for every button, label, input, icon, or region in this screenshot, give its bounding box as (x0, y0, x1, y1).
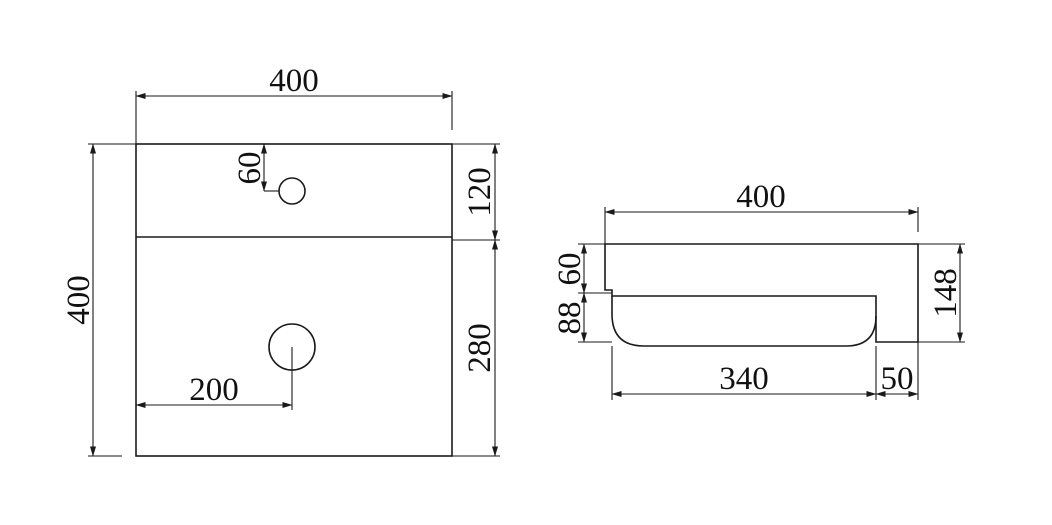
dim-plan-width: 400 (269, 63, 319, 99)
tap-hole (278, 177, 306, 205)
dim-ledge-height: 60 (552, 253, 588, 286)
side-view: 400 60 88 148 340 50 (552, 179, 965, 400)
dim-bowl-depth: 280 (462, 323, 498, 373)
dim-drain-offset: 200 (189, 372, 239, 408)
dim-ledge-depth: 120 (462, 167, 498, 217)
bowl-profile-curve (611, 296, 877, 347)
dim-side-width: 400 (736, 179, 786, 215)
dim-rim-width: 50 (881, 361, 914, 397)
dim-bowl-width: 340 (719, 361, 769, 397)
basin-profile (604, 243, 919, 343)
basin-outline (135, 143, 453, 457)
dim-bowl-height: 88 (552, 302, 588, 335)
plan-view: 400 400 120 280 60 200 (61, 63, 500, 457)
dim-total-height: 148 (928, 268, 964, 318)
dim-plan-height: 400 (61, 275, 97, 325)
dim-tap-offset: 60 (232, 152, 268, 185)
